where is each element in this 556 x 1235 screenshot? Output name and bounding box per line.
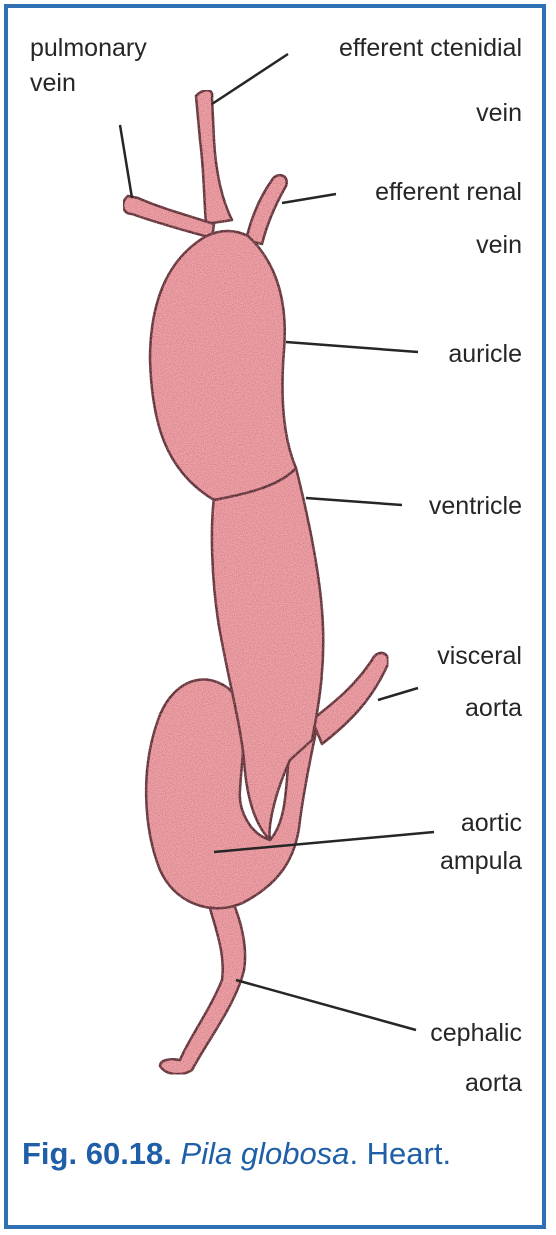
caption-title: . Heart.: [349, 1136, 451, 1171]
label-visceral-aorta: aorta: [465, 694, 522, 722]
label-pulmonary: pulmonary: [30, 34, 147, 62]
leader-ventricle: [306, 498, 402, 505]
pulmonary-vein-vessel: [123, 196, 214, 238]
label-auricle: auricle: [448, 340, 522, 368]
auricle-shape: [150, 231, 296, 500]
cephalic-aorta-vessel: [160, 900, 245, 1074]
label-efferent-ctenidial: efferent ctenidial: [339, 34, 522, 62]
label-cephalic: cephalic: [430, 1019, 522, 1047]
label-aortic: aortic: [461, 809, 522, 837]
figure-caption: Fig. 60.18. Pila globosa. Heart.: [22, 1136, 451, 1172]
leader-auricle: [286, 342, 418, 352]
caption-figure-number: Fig. 60.18.: [22, 1136, 172, 1171]
label-efferent-renal-vein: vein: [476, 231, 522, 259]
label-efferent-ctenidial-vein: vein: [476, 99, 522, 127]
label-ventricle: ventricle: [429, 492, 522, 520]
label-pulmonary-vein: vein: [30, 69, 76, 97]
leader-efferent-ctenidial-vein: [212, 54, 288, 104]
label-efferent-renal: efferent renal: [375, 178, 522, 206]
leader-pulmonary-vein: [120, 125, 132, 198]
efferent-renal-vein-vessel: [246, 175, 287, 244]
label-aortic-ampula: ampula: [440, 847, 522, 875]
label-cephalic-aorta: aorta: [465, 1069, 522, 1097]
leader-visceral-aorta: [378, 688, 418, 700]
leader-cephalic-aorta: [236, 980, 416, 1030]
label-visceral: visceral: [437, 642, 522, 670]
efferent-ctenidial-vein-vessel: [196, 90, 232, 224]
leader-efferent-renal-vein: [282, 194, 336, 203]
caption-species: Pila globosa: [181, 1136, 350, 1171]
